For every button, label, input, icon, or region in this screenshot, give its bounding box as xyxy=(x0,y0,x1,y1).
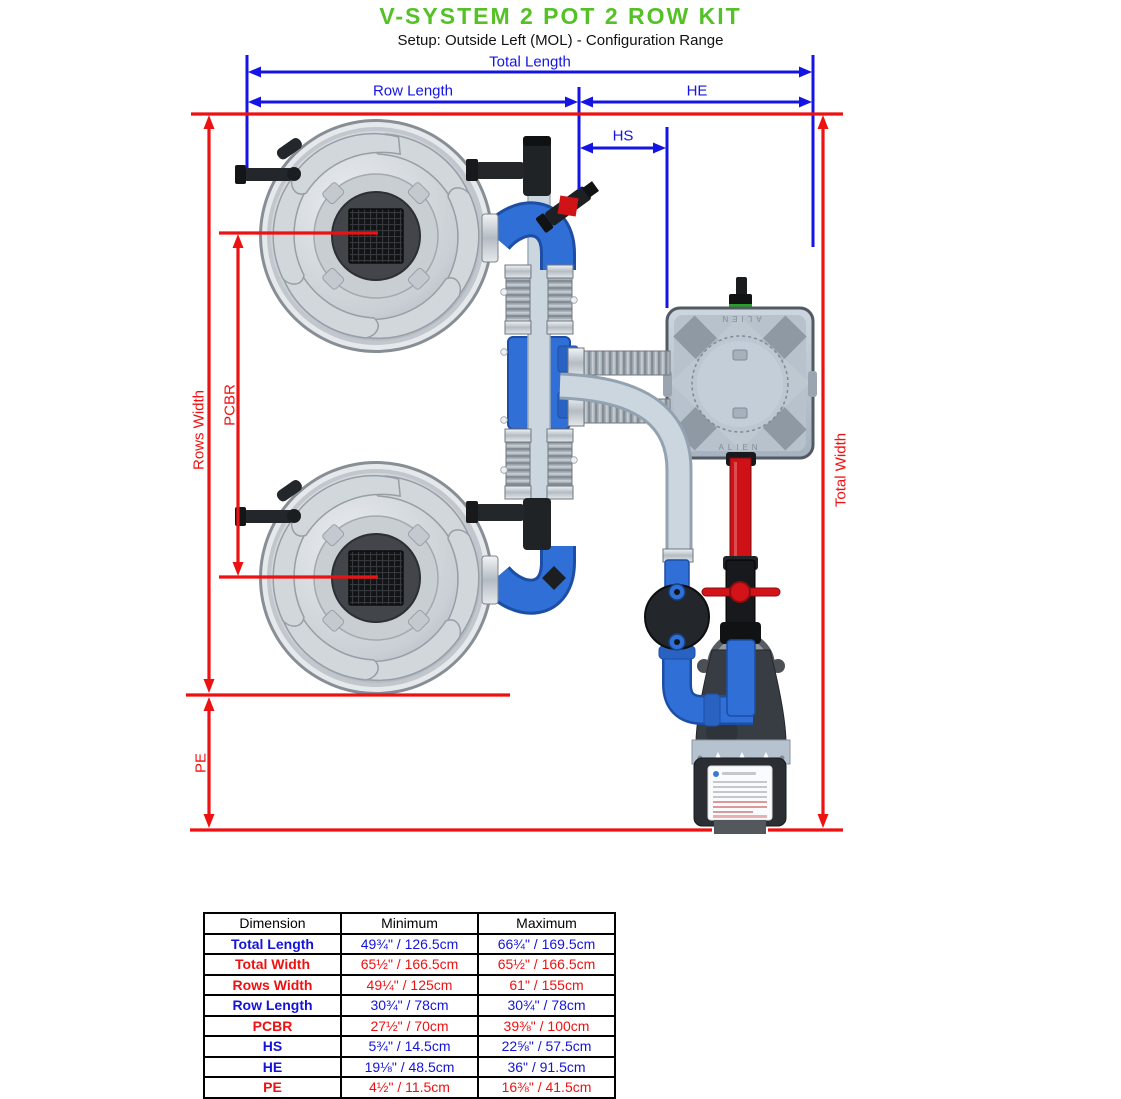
dim-label-rows-width: Rows Width xyxy=(190,389,208,471)
dim-label-pcbr: PCBR xyxy=(221,384,239,426)
pump-assembly xyxy=(644,452,791,834)
table-row: Row Length 30¾" / 78cm 30¾" / 78cm xyxy=(203,994,616,1017)
reservoir-cap-stub xyxy=(736,277,747,297)
pot-top xyxy=(235,101,513,371)
dim-label-total-length: Total Length xyxy=(489,53,571,71)
row-max: 61" / 155cm xyxy=(477,973,616,996)
row-max: 30¾" / 78cm xyxy=(477,994,616,1017)
row-min: 30¾" / 78cm xyxy=(340,994,479,1017)
row-max: 22⅝" / 57.5cm xyxy=(477,1035,616,1058)
blue-return-line xyxy=(644,559,753,727)
dim-label-pe: PE xyxy=(192,752,210,774)
row-max: 16⅜" / 41.5cm xyxy=(477,1076,616,1099)
row-max: 65½" / 166.5cm xyxy=(477,953,616,976)
row-label: PE xyxy=(203,1076,342,1099)
table-row: PE 4½" / 11.5cm 16⅜" / 41.5cm xyxy=(203,1076,616,1099)
table-row: Rows Width 49¼" / 125cm 61" / 155cm xyxy=(203,973,616,996)
dimensions-table: Dimension Minimum Maximum Total Length 4… xyxy=(203,912,616,1099)
row-max: 66¾" / 169.5cm xyxy=(477,932,616,955)
row-label: PCBR xyxy=(203,1014,342,1037)
col-header-dimension: Dimension xyxy=(203,912,342,935)
corrugated-hoses xyxy=(500,264,578,500)
row-max: 36" / 91.5cm xyxy=(477,1055,616,1078)
reservoir: ALIEN ALIEN xyxy=(663,277,817,460)
top-tee-fitting xyxy=(466,136,551,196)
row-min: 27½" / 70cm xyxy=(340,1014,479,1037)
drain-fitting xyxy=(542,566,566,590)
manifold-assembly xyxy=(466,136,600,615)
row-label: HE xyxy=(203,1055,342,1078)
return-pipe xyxy=(559,372,694,563)
pump-label xyxy=(707,765,773,821)
row-min: 19⅛" / 48.5cm xyxy=(340,1055,479,1078)
dim-label-total-width: Total Width xyxy=(832,432,850,508)
row-label: Row Length xyxy=(203,994,342,1017)
dim-label-row-length: Row Length xyxy=(372,82,454,100)
row-min: 49¾" / 126.5cm xyxy=(340,932,479,955)
col-header-maximum: Maximum xyxy=(477,912,616,935)
table-row: HS 5¾" / 14.5cm 22⅝" / 57.5cm xyxy=(203,1035,616,1058)
table-row: HE 19⅛" / 48.5cm 36" / 91.5cm xyxy=(203,1055,616,1078)
row-label: Total Length xyxy=(203,932,342,955)
dim-label-he: HE xyxy=(686,82,708,100)
reservoir-brand-bottom: ALIEN xyxy=(718,443,761,452)
reservoir-brand-top: ALIEN xyxy=(718,314,761,323)
col-header-minimum: Minimum xyxy=(340,912,479,935)
dimension-lines-blue xyxy=(245,55,815,308)
row-label: Rows Width xyxy=(203,973,342,996)
row-min: 65½" / 166.5cm xyxy=(340,953,479,976)
pump-base xyxy=(714,820,766,834)
header: V-SYSTEM 2 POT 2 ROW KIT Setup: Outside … xyxy=(0,0,1121,49)
bottom-tee-fitting xyxy=(466,498,551,550)
dim-label-hs: HS xyxy=(612,127,634,145)
red-drain-line xyxy=(701,452,781,717)
dripper-valve xyxy=(535,181,600,233)
row-min: 49¼" / 125cm xyxy=(340,973,479,996)
row-label: HS xyxy=(203,1035,342,1058)
table-header-row: Dimension Minimum Maximum xyxy=(203,912,616,935)
page-subtitle: Setup: Outside Left (MOL) - Configuratio… xyxy=(397,32,724,49)
table-row: Total Length 49¾" / 126.5cm 66¾" / 169.5… xyxy=(203,932,616,955)
row-min: 4½" / 11.5cm xyxy=(340,1076,479,1099)
page-title: V-SYSTEM 2 POT 2 ROW KIT xyxy=(379,3,742,29)
row-max: 39⅜" / 100cm xyxy=(477,1014,616,1037)
table-row: PCBR 27½" / 70cm 39⅜" / 100cm xyxy=(203,1014,616,1037)
row-min: 5¾" / 14.5cm xyxy=(340,1035,479,1058)
row-label: Total Width xyxy=(203,953,342,976)
dimension-lines-red xyxy=(186,112,843,832)
system-diagram: ALIEN ALIEN xyxy=(186,55,843,834)
table-row: Total Width 65½" / 166.5cm 65½" / 166.5c… xyxy=(203,953,616,976)
